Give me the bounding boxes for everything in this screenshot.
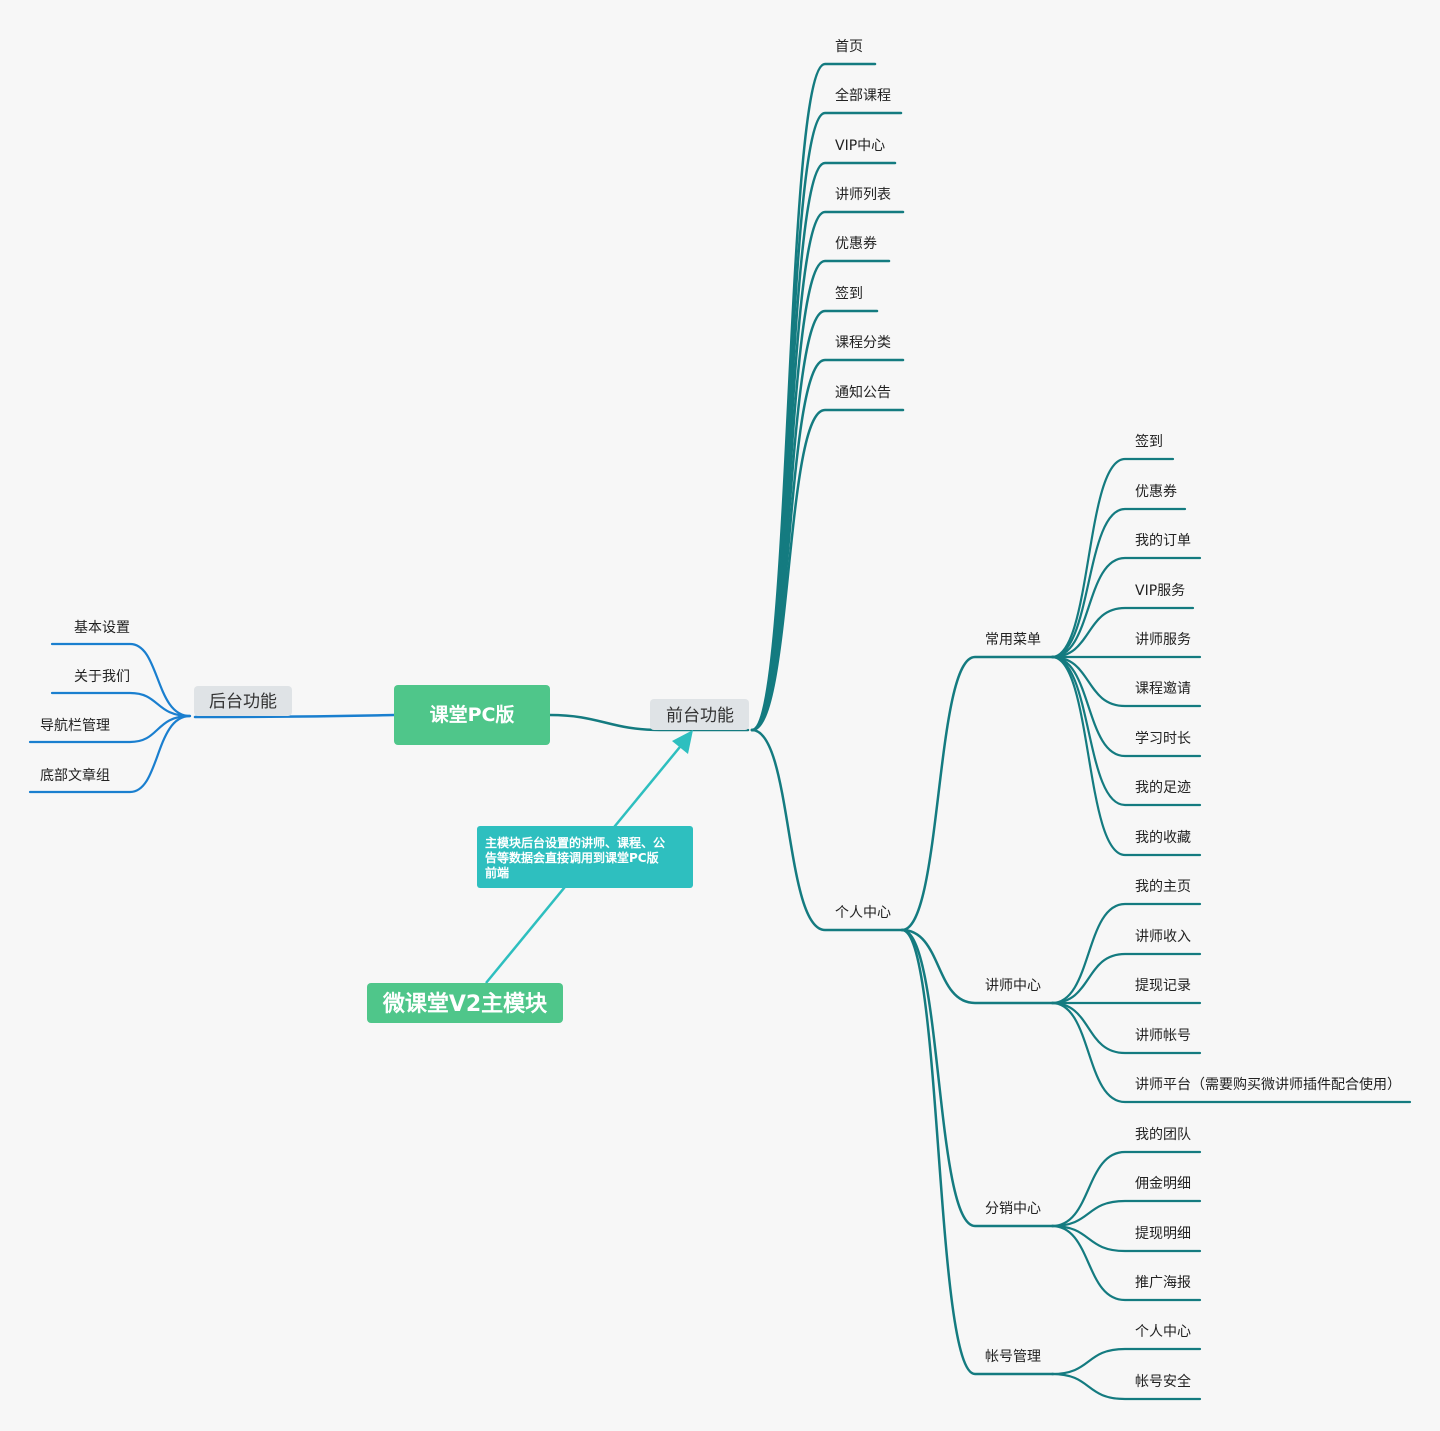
edge-group-3 bbox=[900, 928, 1055, 1376]
edge-group-3-child-1 bbox=[1050, 1372, 1202, 1401]
edge-group-0-child-5 bbox=[1050, 655, 1202, 708]
edge-group-1-child-4 bbox=[1050, 1001, 1412, 1104]
edge-group-2 bbox=[900, 928, 1055, 1228]
edge-backend-0 bbox=[50, 642, 192, 718]
edge-group-0-child-1 bbox=[1050, 507, 1187, 659]
edge-backend-2 bbox=[28, 714, 192, 744]
edge-group-0-child-8 bbox=[1050, 655, 1202, 857]
backend-item-2[interactable]: 导航栏管理 bbox=[40, 718, 110, 734]
group-2-item-1[interactable]: 佣金明细 bbox=[1135, 1176, 1191, 1192]
callout-line-3: 前端 bbox=[485, 865, 509, 880]
edge-group-0-child-0 bbox=[1050, 457, 1175, 659]
callout-line-1: 主模块后台设置的讲师、课程、公 bbox=[485, 835, 665, 850]
backend-node[interactable]: 后台功能 bbox=[194, 686, 292, 716]
edge-backend-1 bbox=[50, 691, 192, 718]
edge-group-0-child-3 bbox=[1050, 606, 1195, 659]
group-1-item-2[interactable]: 提现记录 bbox=[1135, 978, 1191, 994]
frontend-item-6[interactable]: 课程分类 bbox=[835, 335, 891, 351]
backend-item-3[interactable]: 底部文章组 bbox=[40, 767, 110, 784]
backend-label: 后台功能 bbox=[209, 692, 277, 712]
group-2-item-2[interactable]: 提现明细 bbox=[1135, 1226, 1191, 1242]
edge-group-0-child-7 bbox=[1050, 655, 1202, 807]
labels-layer: 基本设置关于我们导航栏管理底部文章组首页全部课程VIP中心讲师列表优惠券签到课程… bbox=[40, 39, 1401, 1390]
edge-group-2-child-2 bbox=[1050, 1224, 1202, 1253]
group-2-item-3[interactable]: 推广海报 bbox=[1135, 1275, 1191, 1291]
root-node[interactable]: 课堂PC版 bbox=[394, 685, 550, 745]
frontend-item-4[interactable]: 优惠券 bbox=[835, 236, 877, 252]
edge-group-2-child-0 bbox=[1050, 1150, 1202, 1228]
group-label-1[interactable]: 讲师中心 bbox=[985, 978, 1041, 994]
edge-group-1 bbox=[900, 928, 1055, 1005]
callout-line-2: 告等数据会直接调用到课堂PC版 bbox=[485, 850, 659, 865]
edge-group-1-child-3 bbox=[1050, 1001, 1202, 1055]
frontend-item-7[interactable]: 通知公告 bbox=[835, 384, 891, 401]
backend-item-0[interactable]: 基本设置 bbox=[74, 619, 130, 636]
edge-group-2-child-1 bbox=[1050, 1199, 1202, 1228]
group-label-3[interactable]: 帐号管理 bbox=[985, 1349, 1041, 1365]
edge-backend-3 bbox=[28, 714, 192, 794]
backend-item-1[interactable]: 关于我们 bbox=[74, 669, 130, 685]
group-0-item-8[interactable]: 我的收藏 bbox=[1135, 830, 1191, 846]
group-3-item-1[interactable]: 帐号安全 bbox=[1135, 1373, 1191, 1390]
frontend-item-1[interactable]: 全部课程 bbox=[835, 87, 891, 104]
edge-group-1-child-1 bbox=[1050, 952, 1202, 1005]
group-label-0[interactable]: 常用菜单 bbox=[985, 632, 1041, 648]
group-1-item-3[interactable]: 讲师帐号 bbox=[1135, 1028, 1191, 1044]
edge-frontend-7 bbox=[750, 408, 905, 732]
group-1-item-1[interactable]: 讲师收入 bbox=[1135, 929, 1191, 945]
edge-group-1-child-0 bbox=[1050, 902, 1202, 1005]
edge-group-0-child-2 bbox=[1050, 556, 1202, 659]
group-0-item-3[interactable]: VIP服务 bbox=[1135, 583, 1185, 599]
group-0-item-6[interactable]: 学习时长 bbox=[1135, 731, 1191, 747]
frontend-item-3[interactable]: 讲师列表 bbox=[835, 187, 891, 203]
edge-personal-center bbox=[750, 728, 905, 932]
group-0-item-4[interactable]: 讲师服务 bbox=[1135, 632, 1191, 648]
frontend-item-0[interactable]: 首页 bbox=[835, 39, 863, 55]
group-0-item-1[interactable]: 优惠券 bbox=[1135, 484, 1177, 500]
group-2-item-0[interactable]: 我的团队 bbox=[1135, 1127, 1191, 1143]
group-label-2[interactable]: 分销中心 bbox=[985, 1201, 1041, 1217]
group-0-item-7[interactable]: 我的足迹 bbox=[1135, 780, 1191, 796]
edge-group-0 bbox=[900, 655, 1055, 932]
frontend-item-5[interactable]: 签到 bbox=[835, 285, 863, 302]
edge-group-2-child-3 bbox=[1050, 1224, 1202, 1302]
group-0-item-2[interactable]: 我的订单 bbox=[1135, 533, 1191, 549]
title-label: 微课堂V2主模块 bbox=[382, 991, 548, 1017]
title-node[interactable]: 微课堂V2主模块 bbox=[367, 983, 563, 1023]
frontend-label: 前台功能 bbox=[666, 706, 734, 726]
edge-group-0-child-6 bbox=[1050, 655, 1202, 758]
edge-group-3-child-0 bbox=[1050, 1347, 1202, 1376]
callout-note[interactable]: 主模块后台设置的讲师、课程、公 告等数据会直接调用到课堂PC版 前端 bbox=[477, 826, 693, 888]
group-3-item-0[interactable]: 个人中心 bbox=[1135, 1324, 1191, 1340]
root-label: 课堂PC版 bbox=[430, 703, 515, 726]
personal-center-label[interactable]: 个人中心 bbox=[835, 905, 891, 921]
group-0-item-0[interactable]: 签到 bbox=[1135, 433, 1163, 450]
group-0-item-5[interactable]: 课程邀请 bbox=[1135, 681, 1191, 697]
frontend-item-2[interactable]: VIP中心 bbox=[835, 138, 885, 154]
edge-root-backend bbox=[193, 713, 396, 719]
group-1-item-0[interactable]: 我的主页 bbox=[1135, 879, 1191, 895]
group-1-item-4[interactable]: 讲师平台（需要购买微讲师插件配合使用） bbox=[1135, 1076, 1401, 1093]
edges-layer bbox=[28, 62, 1412, 1401]
frontend-node[interactable]: 前台功能 bbox=[650, 699, 749, 730]
